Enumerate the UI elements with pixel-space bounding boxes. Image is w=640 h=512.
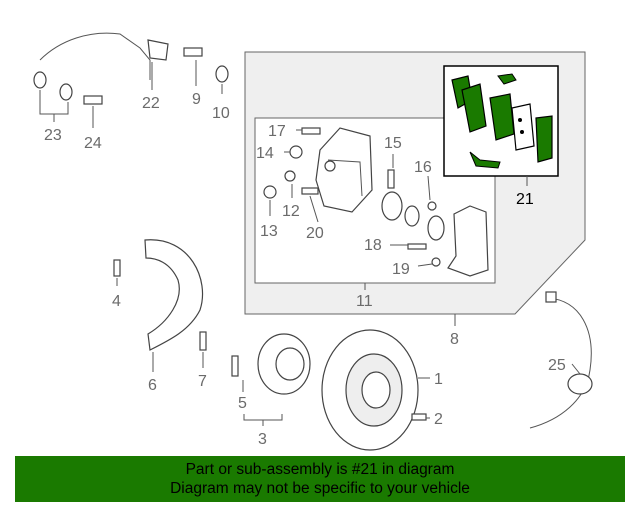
callout-7[interactable]: 7 <box>198 373 207 390</box>
hub-bearing <box>199 331 311 395</box>
caliper-body <box>315 127 373 213</box>
callout-6[interactable]: 6 <box>148 377 157 394</box>
callout-10[interactable]: 10 <box>212 105 230 122</box>
callout-5[interactable]: 5 <box>238 395 247 412</box>
caliper-piston <box>381 191 445 241</box>
callout-21[interactable]: 21 <box>516 191 534 208</box>
callout-9[interactable]: 9 <box>192 91 201 108</box>
callout-25[interactable]: 25 <box>548 357 566 374</box>
callout-14[interactable]: 14 <box>256 145 274 162</box>
brake-rotor <box>321 329 427 451</box>
callout-15[interactable]: 15 <box>384 135 402 152</box>
brake-hose <box>33 32 229 105</box>
part-info-banner: Part or sub-assembly is #21 in diagram D… <box>15 456 625 502</box>
callout-2[interactable]: 2 <box>434 411 443 428</box>
banner-line-1: Part or sub-assembly is #21 in diagram <box>185 461 455 478</box>
parts-diagram: 1 2 3 4 5 6 7 8 9 10 11 12 13 14 15 16 1… <box>33 32 593 451</box>
callout-11[interactable]: 11 <box>356 293 373 310</box>
dust-shield <box>144 239 204 351</box>
callout-16[interactable]: 16 <box>414 159 432 176</box>
callout-24[interactable]: 24 <box>84 135 102 152</box>
shield-bolt <box>113 259 121 277</box>
callout-12[interactable]: 12 <box>282 203 300 220</box>
callout-17[interactable]: 17 <box>268 123 286 140</box>
callout-1[interactable]: 1 <box>434 371 443 388</box>
caliper-bracket <box>447 205 489 277</box>
callout-4[interactable]: 4 <box>112 293 121 310</box>
brake-pad-kit[interactable] <box>451 73 553 169</box>
callout-20[interactable]: 20 <box>306 225 324 242</box>
callout-13[interactable]: 13 <box>260 223 278 240</box>
abs-sensor <box>529 291 593 429</box>
callout-3[interactable]: 3 <box>258 431 267 448</box>
banner-line-2: Diagram may not be specific to your vehi… <box>170 480 470 497</box>
callout-22[interactable]: 22 <box>142 95 160 112</box>
callout-8[interactable]: 8 <box>450 331 459 348</box>
callout-19[interactable]: 19 <box>392 261 410 278</box>
leader-lines <box>39 60 581 426</box>
callout-18[interactable]: 18 <box>364 237 382 254</box>
caliper-fasteners <box>263 127 441 267</box>
callout-labels: 1 2 3 4 5 6 7 8 9 10 11 12 13 14 15 16 1… <box>44 91 566 448</box>
callout-23[interactable]: 23 <box>44 127 62 144</box>
